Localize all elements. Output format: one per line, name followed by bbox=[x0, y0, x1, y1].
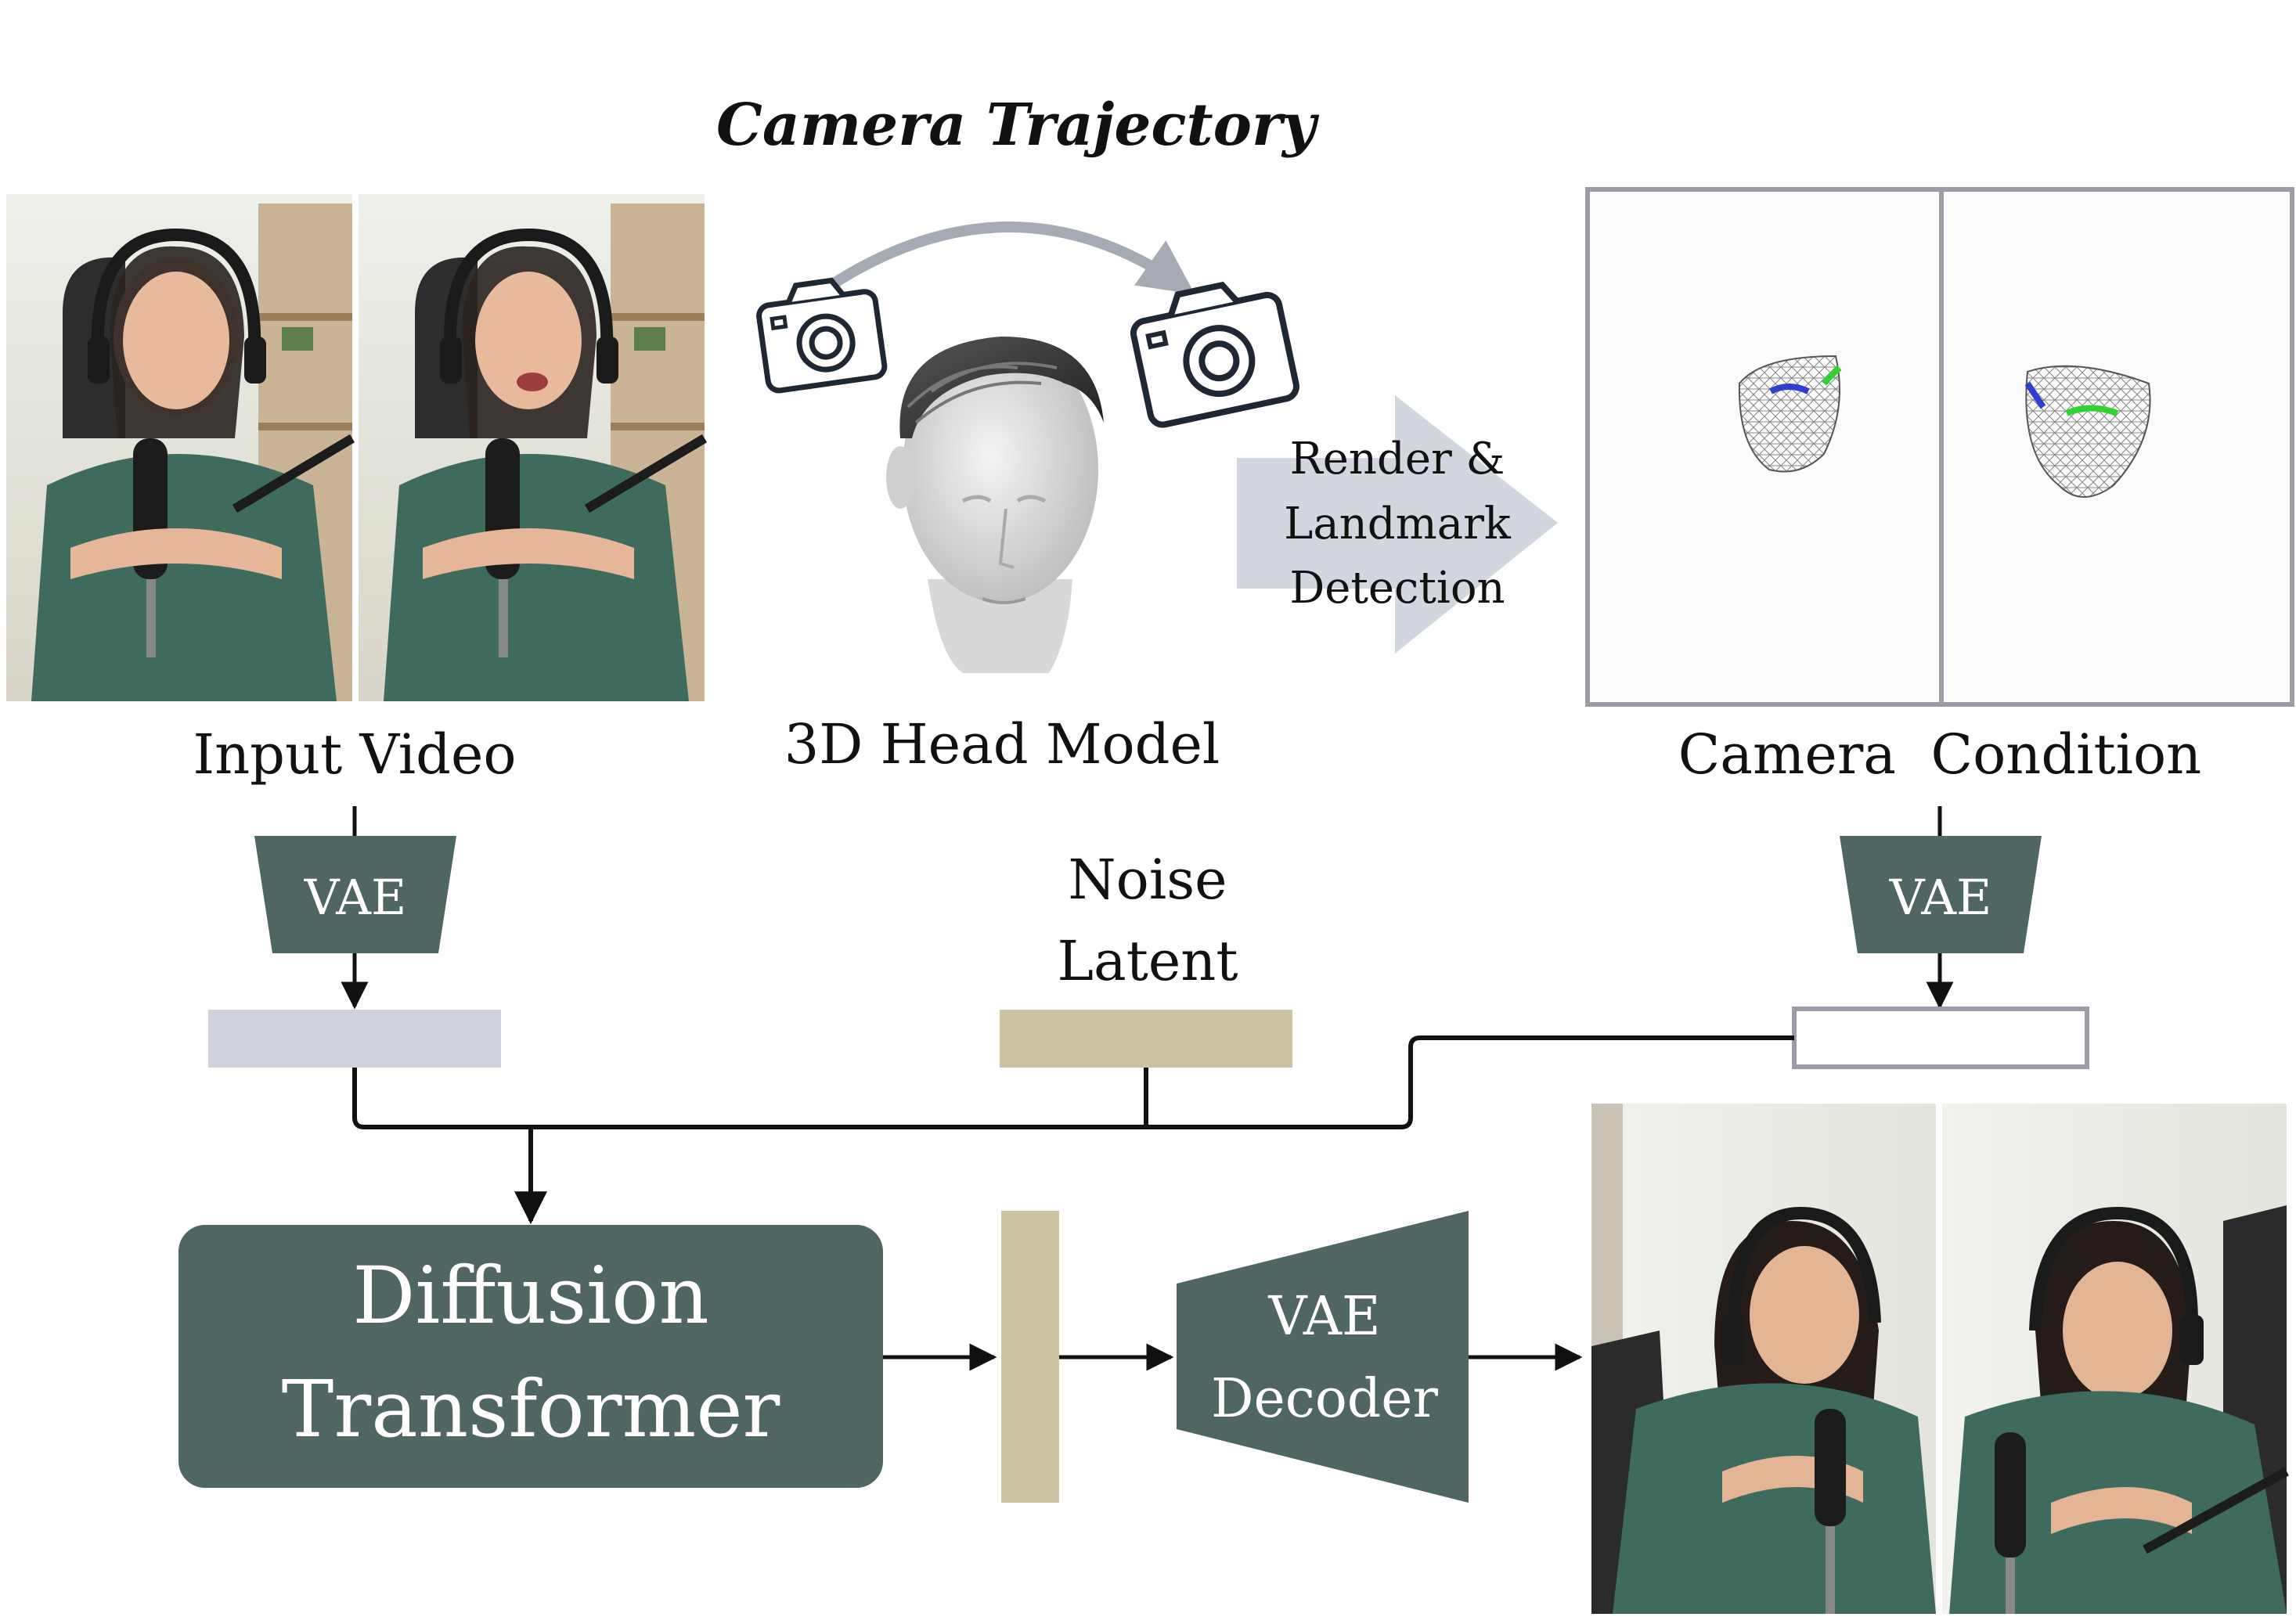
render-label-line-1: Render & bbox=[1290, 434, 1505, 484]
diffusion-label-line-2: Transformer bbox=[282, 1363, 780, 1455]
merge-connector bbox=[352, 1035, 1794, 1225]
title: Camera Trajectory bbox=[716, 92, 1320, 159]
noise-label-line-2: Latent bbox=[1058, 929, 1238, 993]
render-label-line-2: Landmark bbox=[1284, 499, 1512, 549]
head-model-icon bbox=[886, 337, 1104, 673]
diffusion-label-line-1: Diffusion bbox=[352, 1250, 709, 1341]
input-latent bbox=[208, 1010, 501, 1068]
output-video-frame-2 bbox=[1942, 1104, 2289, 1614]
input-video-label: Input Video bbox=[193, 722, 516, 787]
input-video-frame-2 bbox=[359, 194, 708, 701]
camera-icon bbox=[756, 277, 888, 394]
decoder-label-line-1: VAE bbox=[1267, 1286, 1380, 1348]
output-latent bbox=[1001, 1211, 1059, 1503]
decoder-label-line-2: Decoder bbox=[1211, 1368, 1439, 1430]
vae-decoder-block bbox=[1177, 1211, 1469, 1503]
render-label-line-3: Detection bbox=[1289, 563, 1505, 614]
camera-icon bbox=[1130, 281, 1299, 428]
camera-condition-label: Camera Condition bbox=[1678, 722, 2202, 787]
vae-right-block bbox=[1840, 836, 2042, 953]
camera-condition-frames bbox=[1585, 187, 2294, 707]
diffusion-transformer-block bbox=[178, 1225, 883, 1488]
input-video-frame-1 bbox=[6, 194, 355, 701]
trajectory-arc bbox=[819, 221, 1195, 296]
output-video-frame-1 bbox=[1591, 1104, 1936, 1614]
face-mesh-icon bbox=[1738, 355, 1842, 473]
vae-right-label: VAE bbox=[1889, 869, 1992, 926]
noise-latent bbox=[1000, 1010, 1292, 1068]
face-mesh-icon bbox=[2024, 365, 2151, 498]
noise-label-line-1: Noise bbox=[1068, 848, 1227, 912]
vae-left-block bbox=[254, 836, 456, 953]
render-arrow bbox=[1237, 395, 1558, 654]
camera-latent bbox=[1792, 1007, 2089, 1069]
vae-left-label: VAE bbox=[304, 869, 407, 926]
head-model-label: 3D Head Model bbox=[784, 712, 1220, 776]
